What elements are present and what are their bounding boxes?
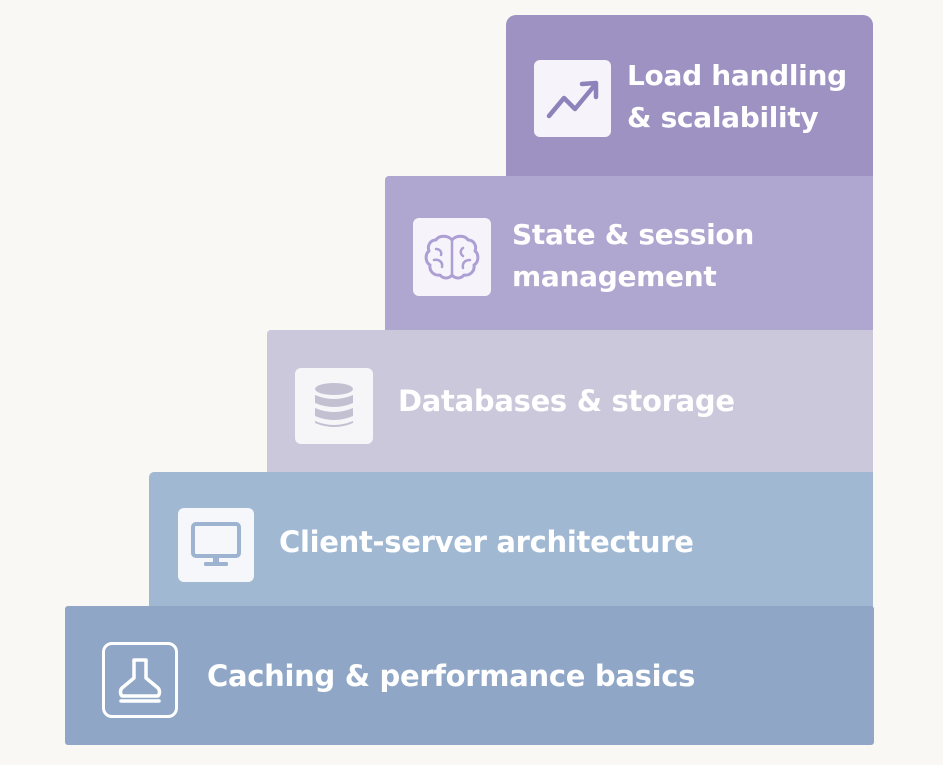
step-label: Databases & storage <box>398 384 735 418</box>
step-label: Load handling & scalability <box>627 59 847 134</box>
step-caching-performance: Caching & performance basics <box>65 606 874 745</box>
monitor-icon <box>178 508 254 582</box>
funnel-flask-icon <box>102 642 178 718</box>
database-icon <box>295 368 373 444</box>
step-label: Caching & performance basics <box>207 659 696 693</box>
step-client-server: Client-server architecture <box>149 472 873 610</box>
step-databases-storage: Databases & storage <box>267 330 873 475</box>
brain-icon <box>413 218 491 296</box>
step-label: State & session management <box>512 218 754 293</box>
step-label: Client-server architecture <box>279 525 694 559</box>
trend-up-chart-icon <box>534 60 611 137</box>
step-load-handling: Load handling & scalability <box>506 15 873 178</box>
step-state-session: State & session management <box>385 176 873 332</box>
